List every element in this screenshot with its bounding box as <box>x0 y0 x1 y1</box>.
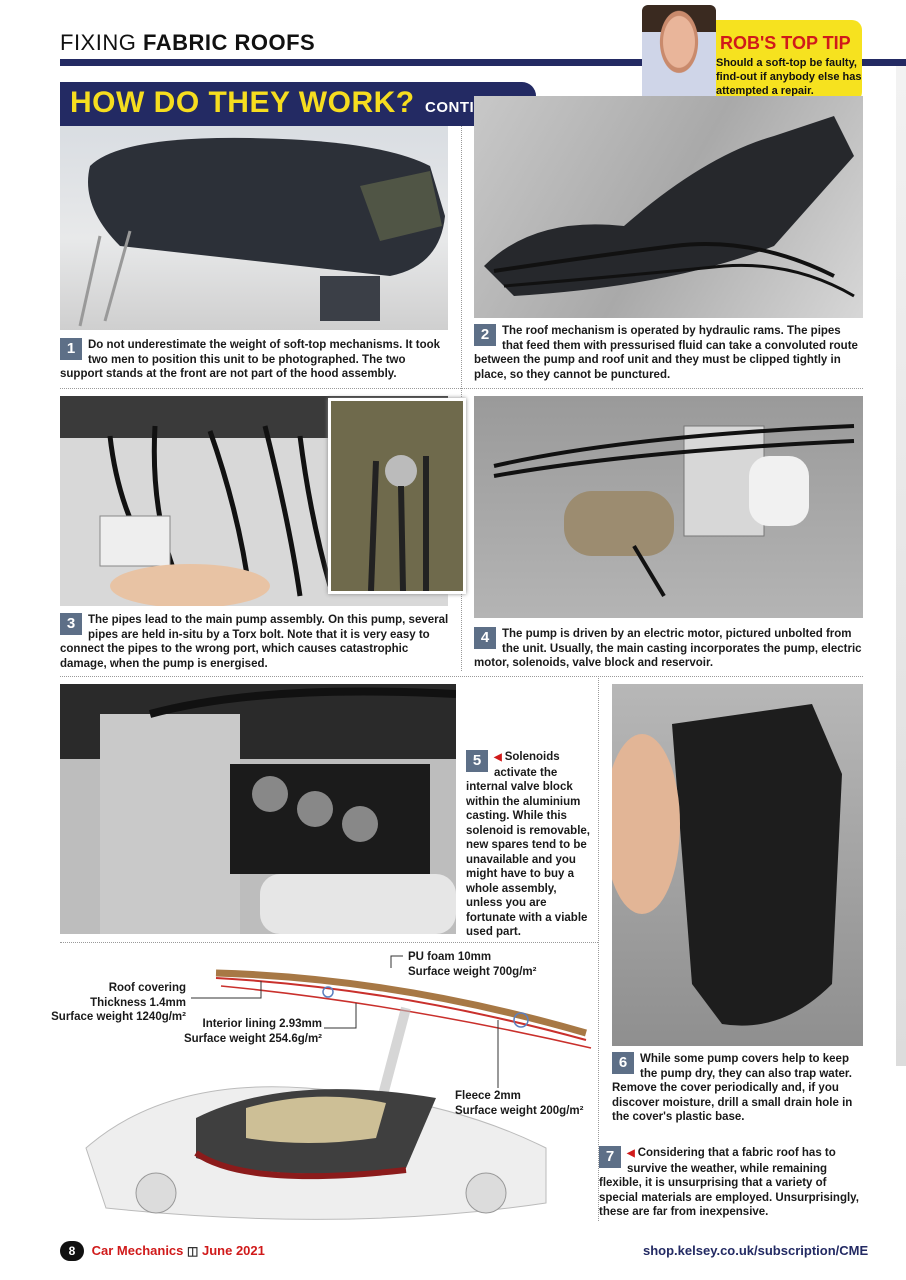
caption-5: 5 ◀Solenoids activate the internal valve… <box>466 750 590 940</box>
label-pu-foam: PU foam 10mm Surface weight 700g/m² <box>408 950 536 979</box>
caption-6: 6 While some pump covers help to keep th… <box>612 1052 863 1125</box>
page-number: 8 <box>60 1241 84 1261</box>
caption-text: The roof mechanism is operated by hydrau… <box>474 325 858 381</box>
pump-cover-illustration <box>612 704 842 1026</box>
pointer-arrow-icon: ◀ <box>627 1148 635 1159</box>
section-kicker: FIXING FABRIC ROOFS <box>60 30 315 56</box>
pipes-illustration <box>99 425 333 606</box>
caption-number: 5 <box>466 750 488 772</box>
photo-roof-mechanism <box>474 96 863 318</box>
label-line: Thickness 1.4mm <box>90 996 186 1009</box>
caption-text: The pipes lead to the main pump assembly… <box>60 614 449 670</box>
label-line: Surface weight 700g/m² <box>408 965 537 978</box>
issue-date: June 2021 <box>201 1243 265 1258</box>
solenoid-illustration <box>100 687 456 934</box>
label-interior-lining: Interior lining 2.93mm Surface weight 25… <box>182 1017 322 1046</box>
caption-4: 4 The pump is driven by an electric moto… <box>474 627 863 671</box>
column-divider <box>598 676 599 1221</box>
label-line: Surface weight 1240g/m² <box>51 1011 186 1023</box>
caption-number: 4 <box>474 627 496 649</box>
label-line: Surface weight 254.6g/m² <box>183 1032 322 1045</box>
subscription-link[interactable]: shop.kelsey.co.uk/subscription/CME <box>643 1243 869 1258</box>
roof-layer-diagram <box>46 948 598 1238</box>
caption-text: Do not underestimate the weight of soft-… <box>60 339 441 380</box>
caption-number: 1 <box>60 338 82 360</box>
author-photo <box>642 5 716 102</box>
label-roof-covering: Roof covering Thickness 1.4mm Surface we… <box>46 981 186 1025</box>
label-line: Interior lining 2.93mm <box>202 1018 323 1030</box>
label-line: Roof covering <box>108 982 186 994</box>
kicker-bold: FABRIC ROOFS <box>142 30 316 55</box>
footer-folio: 8 Car Mechanics ◫ June 2021 <box>60 1241 265 1261</box>
header-rule <box>60 59 906 66</box>
caption-number: 7 <box>599 1146 621 1168</box>
roof-section-illustration <box>85 955 592 1220</box>
caption-number: 3 <box>60 613 82 635</box>
label-fleece: Fleece 2mm Surface weight 200g/m² <box>455 1089 583 1118</box>
label-line: Surface weight 200g/m² <box>455 1104 584 1117</box>
photo-solenoids <box>60 684 456 934</box>
photo-soft-top <box>60 126 448 330</box>
caption-number: 2 <box>474 324 496 346</box>
label-line: PU foam 10mm <box>408 951 492 963</box>
photo-torx-bolt-inset <box>328 398 466 594</box>
caption-number: 6 <box>612 1052 634 1074</box>
row-divider <box>60 942 598 943</box>
label-line: Fleece 2mm <box>455 1090 521 1102</box>
pointer-arrow-icon: ◀ <box>494 752 502 763</box>
photo-pump-cover <box>612 684 863 1046</box>
kicker-light: FIXING <box>60 30 137 55</box>
caption-1: 1 Do not underestimate the weight of sof… <box>60 338 448 382</box>
magazine-name: Car Mechanics <box>91 1243 184 1258</box>
page-title: HOW DO THEY WORK? <box>70 86 415 119</box>
soft-top-illustration <box>78 137 445 327</box>
photo-pump-motor <box>474 396 863 618</box>
caption-text: While some pump covers help to keep the … <box>612 1053 853 1123</box>
caption-text: Considering that a fabric roof has to su… <box>599 1147 859 1218</box>
caption-2: 2 The roof mechanism is operated by hydr… <box>474 324 863 382</box>
top-tip-text: Should a soft-top be faulty, find-out if… <box>716 57 862 97</box>
car-icon: ◫ <box>187 1244 199 1258</box>
torx-illustration <box>368 455 429 591</box>
title-banner <box>60 82 536 126</box>
mechanism-illustration <box>484 116 855 298</box>
caption-7: 7 ◀Considering that a fabric roof has to… <box>599 1146 863 1220</box>
row-divider <box>60 388 863 389</box>
caption-3: 3 The pipes lead to the main pump assemb… <box>60 613 458 671</box>
caption-text: The pump is driven by an electric motor,… <box>474 628 862 669</box>
top-tip-title: ROB'S TOP TIP <box>720 33 851 53</box>
page-edge <box>896 66 906 1066</box>
pump-illustration <box>493 424 855 598</box>
caption-text: Solenoids activate the internal valve bl… <box>466 751 590 938</box>
row-divider <box>60 676 863 677</box>
